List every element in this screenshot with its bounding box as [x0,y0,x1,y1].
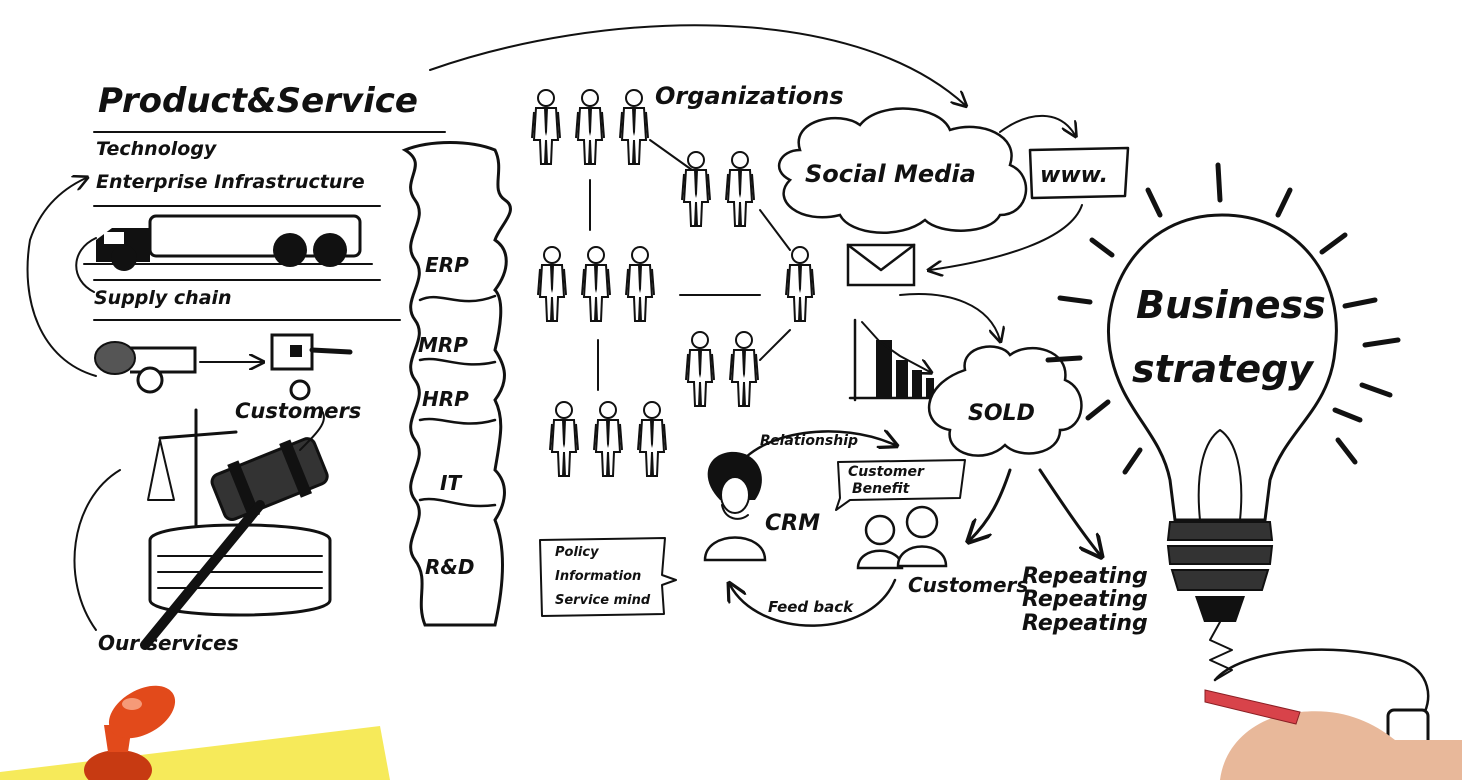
crm-agent-icon [703,451,767,562]
social-media-cloud: Social Media [778,107,1028,234]
crm-cycle: Relationship Customer Benefit CRM Custom… [539,431,1028,627]
puzzle-column: ERP MRP HRP IT R&D [401,141,512,627]
customers-icon [856,505,948,570]
lightbulb-icon: Business strategy [1045,162,1401,681]
technology-label: Technology [96,138,218,160]
policy-line-3: Service mind [555,593,651,608]
repeating-line-3: Repeating [1022,611,1148,636]
bulb-line-1: Business [1136,283,1326,327]
sold-label: SOLD [968,401,1035,426]
gavel-icon [140,407,332,650]
customer-benefit-line-2: Benefit [852,481,911,497]
product-service-panel: Product&Service Technology Enterprise In… [26,81,446,655]
policy-line-2: Information [555,569,641,584]
bulb-line-2: strategy [1132,347,1315,391]
arrow-icon [970,468,1012,540]
customer-benefit-line-1: Customer [848,464,925,480]
people-group-icon [686,332,758,406]
envelope-icon [846,243,916,287]
repeating-line-1: Repeating [1022,564,1148,589]
product-service-title: Product&Service [98,81,418,121]
organizations-label: Organizations [655,82,844,110]
push-pin-icon [84,685,176,780]
puzzle-hrp: HRP [422,387,469,411]
arrow-icon [1038,468,1100,555]
truck-icon [83,214,373,271]
our-services-label: Our services [98,631,239,655]
hand-with-marker-icon [1204,689,1462,780]
repeating-text: Repeating Repeating Repeating [1022,564,1148,636]
www-label: www. [1040,163,1108,188]
customer-benefit-box: Customer Benefit [835,459,966,511]
sold-cloud: SOLD [927,345,1083,457]
arrow-icon [999,114,1075,135]
customers-label-left: Customers [235,399,361,423]
supply-chain-sketch-icon [94,333,353,401]
puzzle-it: IT [440,471,462,495]
feedback-label: Feed back [768,598,854,616]
supply-chain-label: Supply chain [94,287,232,309]
social-media-label: Social Media [805,160,976,188]
people-group-icon [682,152,754,226]
www-box: www. [1028,146,1130,200]
organizations-network: Organizations [532,82,844,476]
puzzle-rnd: R&D [425,555,474,579]
arc-arrow-icon [429,24,965,105]
crm-label: CRM [765,511,820,536]
policy-box: Policy Information Service mind [539,537,677,617]
arrow-icon [930,204,1083,270]
puzzle-erp: ERP [425,253,469,277]
arrow-icon [899,293,1000,340]
person-icon [785,246,815,322]
people-group-icon [538,247,654,321]
enterprise-infrastructure-label: Enterprise Infrastructure [96,171,365,193]
puzzle-mrp: MRP [418,333,468,357]
people-group-icon [532,90,648,164]
people-group-icon [550,402,666,476]
repeating-line-2: Repeating [1022,587,1148,612]
declining-chart-icon [848,318,942,402]
policy-line-1: Policy [555,545,599,560]
relationship-label: Relationship [760,433,858,449]
sticky-note-icon [0,726,390,780]
customers-label-right: Customers [908,573,1028,597]
